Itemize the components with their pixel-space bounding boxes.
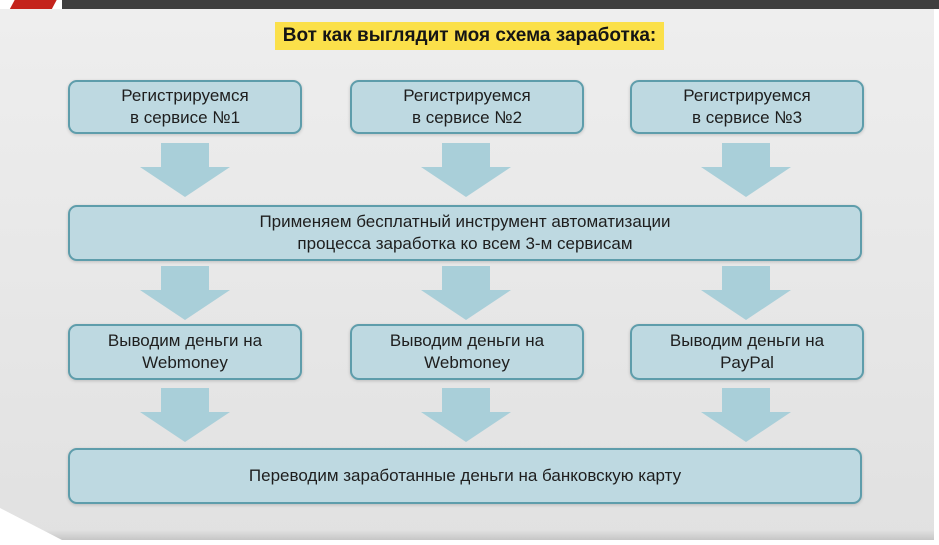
flow-box-register-service-1: Регистрируемся в сервисе №1 (68, 80, 302, 134)
page-title: Вот как выглядит моя схема заработка: (274, 22, 665, 50)
down-arrow-icon (140, 388, 230, 442)
down-arrow-icon (701, 388, 791, 442)
down-arrow-icon (140, 266, 230, 320)
down-arrow-icon (140, 143, 230, 197)
flow-box-register-service-2: Регистрируемся в сервисе №2 (350, 80, 584, 134)
flow-box-automation-tool: Применяем бесплатный инструмент автомати… (68, 205, 862, 261)
down-arrow-icon (421, 143, 511, 197)
down-arrow-icon (701, 266, 791, 320)
flow-box-withdraw-paypal: Выводим деньги на PayPal (630, 324, 864, 380)
down-arrow-icon (421, 388, 511, 442)
flow-box-register-service-3: Регистрируемся в сервисе №3 (630, 80, 864, 134)
down-arrow-icon (701, 143, 791, 197)
down-arrow-icon (421, 266, 511, 320)
panel-bottom-shadow (0, 530, 934, 540)
flow-box-transfer-to-card: Переводим заработанные деньги на банковс… (68, 448, 862, 504)
flow-box-withdraw-webmoney-2: Выводим деньги на Webmoney (350, 324, 584, 380)
top-dark-bar (62, 0, 939, 9)
title-row: Вот как выглядит моя схема заработка: (0, 22, 939, 50)
flow-box-withdraw-webmoney-1: Выводим деньги на Webmoney (68, 324, 302, 380)
red-ribbon-decoration (9, 0, 57, 10)
